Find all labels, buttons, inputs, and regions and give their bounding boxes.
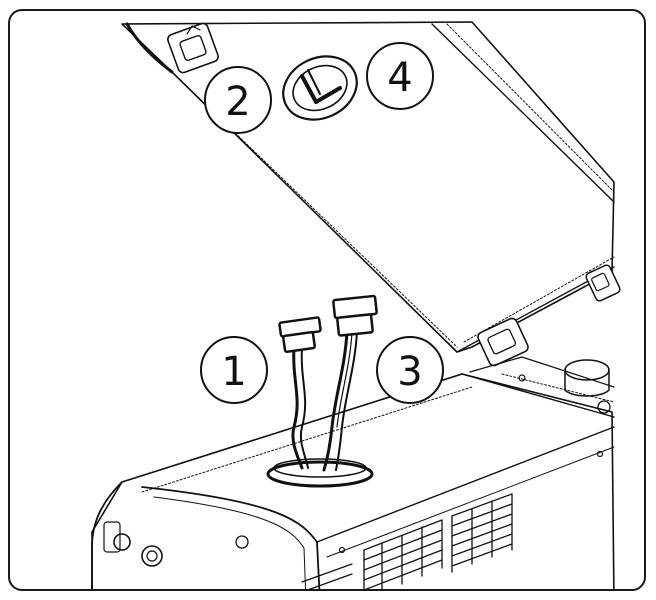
- diagram-frame: 1 2 3 4: [8, 9, 646, 591]
- vent-grille-left: [363, 519, 443, 589]
- callout-4-label: 4: [387, 55, 412, 101]
- cable-harness: [266, 294, 378, 488]
- callout-2-label: 2: [225, 79, 250, 125]
- vent-grille-right: [451, 493, 513, 573]
- lid-latch-bottom: [477, 317, 529, 367]
- interior-components: [469, 356, 615, 414]
- callout-4: 4: [366, 42, 434, 110]
- grommet-part: [282, 55, 358, 121]
- vent-grille-bottom: [301, 563, 353, 589]
- lid-latch-right: [585, 264, 621, 302]
- diagram-canvas: 1 2 3 4: [91, 21, 621, 589]
- callout-2: 2: [204, 66, 272, 134]
- callout-3: 3: [376, 336, 444, 404]
- lid-latch-top: [167, 22, 219, 74]
- callout-1: 1: [200, 336, 268, 404]
- callout-1-label: 1: [221, 349, 246, 395]
- front-connectors: [103, 521, 163, 567]
- callout-3-label: 3: [397, 349, 422, 395]
